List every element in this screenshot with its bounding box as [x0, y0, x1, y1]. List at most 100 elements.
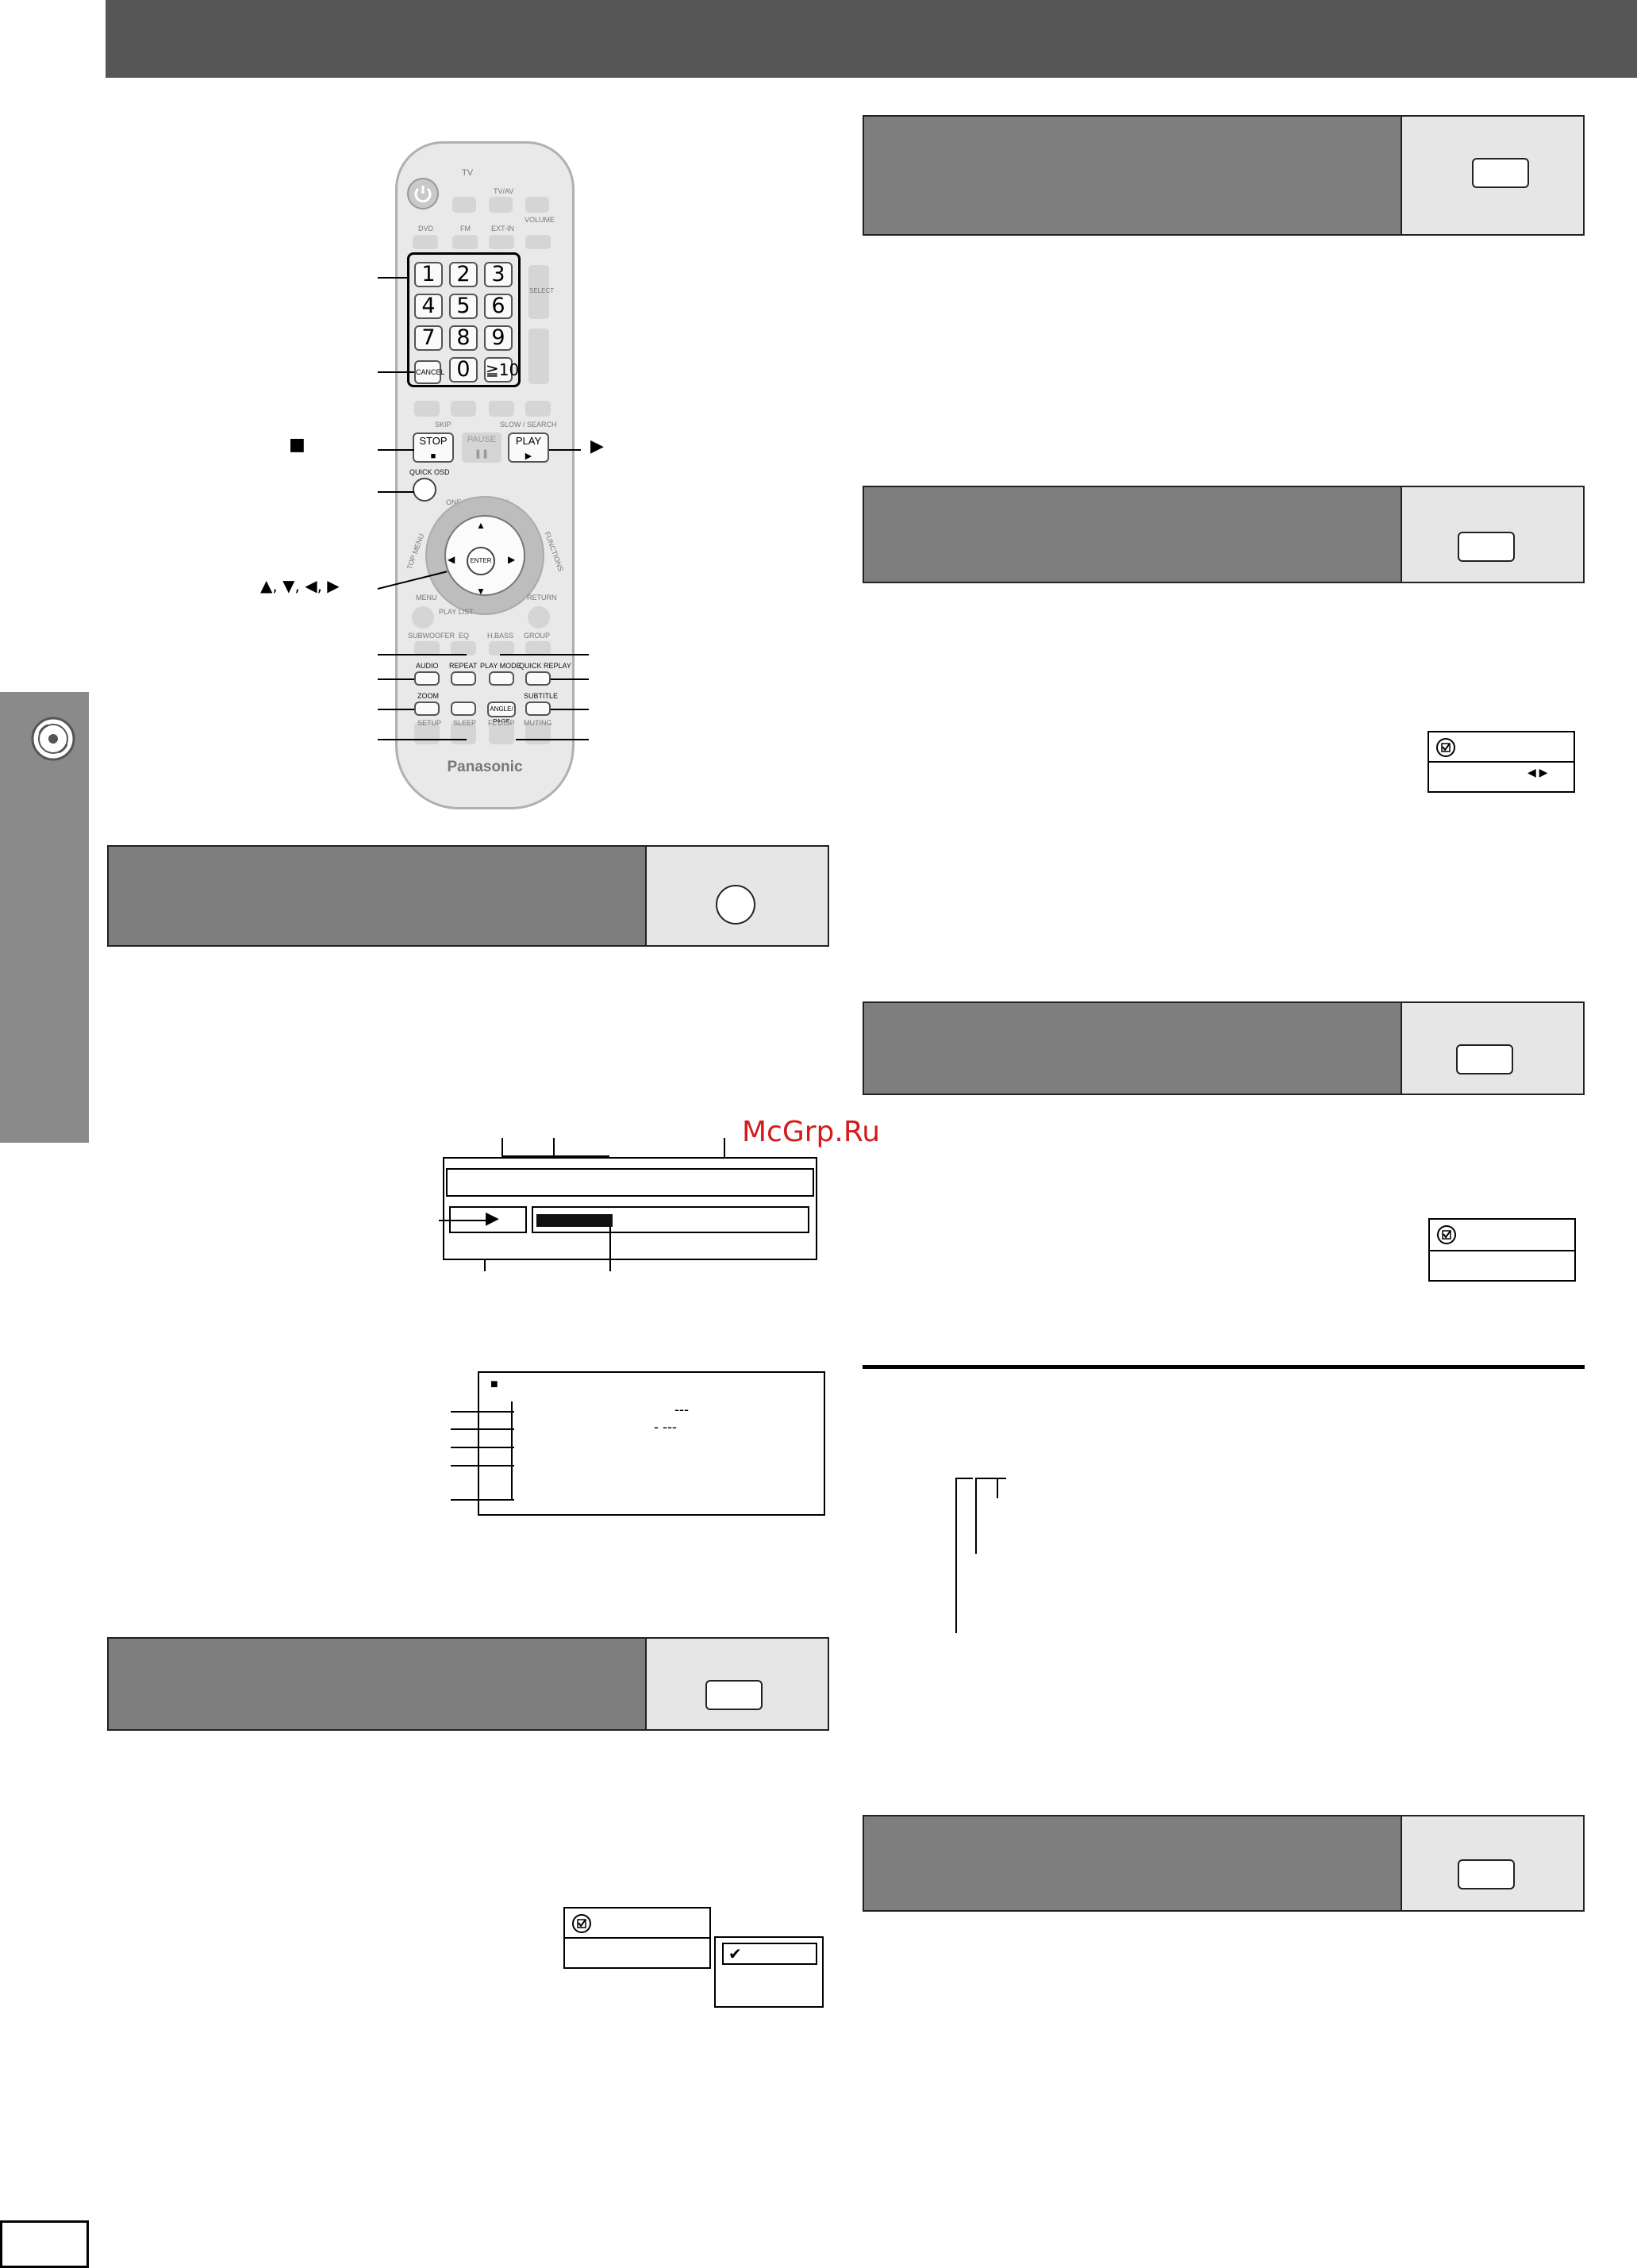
menu-button[interactable]	[412, 606, 434, 629]
audio-button[interactable]	[414, 671, 440, 686]
setup-button[interactable]	[414, 722, 440, 744]
dvd-button[interactable]	[413, 235, 438, 249]
osd-info-line-3	[451, 1447, 514, 1448]
osd-dash-1: ---	[674, 1401, 689, 1417]
section-right-2-key-icon	[1458, 532, 1515, 562]
skip-forward-button[interactable]	[451, 401, 476, 417]
key-8[interactable]: 8	[449, 325, 478, 351]
play-symbol: ▶	[590, 436, 604, 456]
fm-button[interactable]	[452, 235, 478, 249]
watermark: McGrp.Ru	[742, 1116, 881, 1148]
tv-volume-up-button[interactable]	[525, 197, 549, 213]
section-quick-osd-title	[109, 847, 645, 945]
play-label: PLAY	[515, 435, 542, 447]
stop-button[interactable]: STOP■	[413, 432, 454, 463]
skip-back-button[interactable]	[414, 401, 440, 417]
play-button[interactable]: PLAY▶	[508, 432, 549, 463]
check-icon: ✔	[728, 1946, 742, 1963]
osd-pointer-5	[484, 1260, 486, 1271]
enter-button[interactable]: ENTER	[467, 547, 495, 575]
setup-label: SETUP	[417, 719, 442, 727]
group-button[interactable]	[525, 641, 551, 655]
subwoofer-button[interactable]	[414, 641, 440, 655]
osd-pointer-1	[501, 1138, 503, 1157]
key-6[interactable]: 6	[484, 294, 513, 319]
quick-replay-label: QUICK REPLAY	[519, 662, 571, 670]
nav-right-icon[interactable]: ▶	[508, 554, 516, 565]
tree-line-1	[955, 1478, 957, 1633]
volume-rocker[interactable]	[528, 329, 549, 384]
muting-label: MUTING	[524, 719, 552, 727]
callout-audio	[378, 678, 414, 680]
callout-play-mode	[500, 654, 589, 655]
nav-left-icon[interactable]: ◀	[448, 554, 455, 565]
key-1[interactable]: 1	[414, 262, 443, 287]
osd-stop-icon: ■	[490, 1378, 498, 1391]
slow-search-label: SLOW / SEARCH	[500, 421, 557, 429]
cancel-button[interactable]: CANCEL	[414, 360, 445, 384]
osd-bracket	[501, 1155, 609, 1157]
extin-button[interactable]	[489, 235, 514, 249]
number-keys-group	[407, 252, 521, 387]
muting-button[interactable]	[525, 722, 551, 744]
setting-box-left	[563, 1907, 711, 1969]
tree-line-2	[975, 1478, 977, 1554]
section-right-1-key-icon	[1472, 158, 1529, 188]
hbass-button[interactable]	[489, 641, 514, 655]
tvav-button[interactable]	[489, 197, 513, 213]
section-right-4-title	[864, 1816, 1401, 1910]
key-2[interactable]: 2	[449, 262, 478, 287]
play-mode-button[interactable]	[489, 671, 514, 686]
menu-label: MENU	[416, 594, 437, 602]
stop-symbol: ■	[289, 435, 305, 455]
subtitle-button[interactable]	[525, 702, 551, 716]
angle-page-button[interactable]: ANGLE/ PAGE	[487, 702, 516, 725]
osd-progress-bar	[536, 1214, 613, 1227]
fl-disp-button[interactable]	[489, 722, 514, 744]
tree-line-3	[997, 1478, 998, 1498]
tv-label: TV	[462, 168, 474, 178]
callout-repeat	[378, 654, 467, 655]
key-7[interactable]: 7	[414, 325, 443, 351]
power-button[interactable]	[407, 178, 439, 210]
zoom-button[interactable]	[414, 702, 440, 716]
nav-down-icon[interactable]: ▼	[476, 586, 486, 597]
search-back-button[interactable]	[489, 401, 514, 417]
setting-box-right-2	[1428, 1218, 1576, 1282]
key-9[interactable]: 9	[484, 325, 513, 351]
disc-icon	[31, 717, 75, 761]
select-button[interactable]	[528, 265, 549, 319]
quick-osd-label: QUICK OSD	[409, 468, 450, 476]
quick-osd-key-icon	[716, 885, 755, 924]
osd-pointer-6	[609, 1226, 611, 1271]
osd-progress-cell	[532, 1206, 809, 1233]
search-forward-button[interactable]	[525, 401, 551, 417]
callout-stop	[378, 449, 414, 451]
key-3[interactable]: 3	[484, 262, 513, 287]
key-10plus[interactable]: ≧10	[484, 357, 519, 382]
section-right-1-title	[864, 117, 1401, 234]
key-0[interactable]: 0	[449, 357, 478, 382]
pause-label: PAUSE	[467, 435, 497, 444]
setting-list-selected[interactable]: ✔	[722, 1943, 817, 1965]
setting-arrows[interactable]: ◀ ▶	[1527, 766, 1548, 778]
section-right-3-key	[1401, 1003, 1583, 1094]
return-button[interactable]	[528, 606, 550, 629]
nav-up-icon[interactable]: ▲	[476, 520, 486, 531]
tv-volume-down-button[interactable]	[525, 235, 551, 249]
setting-icon	[572, 1914, 591, 1933]
key-4[interactable]: 4	[414, 294, 443, 319]
sleep-button[interactable]	[451, 722, 476, 744]
quick-osd-button[interactable]	[413, 478, 436, 502]
quick-replay-button[interactable]	[525, 671, 551, 686]
repeat-button[interactable]	[451, 671, 476, 686]
osd-info-display: ■ --- - ---	[478, 1371, 825, 1516]
key-5[interactable]: 5	[449, 294, 478, 319]
eq-label: EQ	[459, 632, 470, 640]
callout-subtitle	[551, 709, 589, 710]
source-label-extin: EXT-IN	[491, 225, 515, 233]
blank-button[interactable]	[451, 702, 476, 716]
eq-button[interactable]	[451, 641, 476, 655]
tv-power-button[interactable]	[452, 197, 476, 213]
pause-button[interactable]: PAUSE❚❚	[462, 432, 501, 463]
